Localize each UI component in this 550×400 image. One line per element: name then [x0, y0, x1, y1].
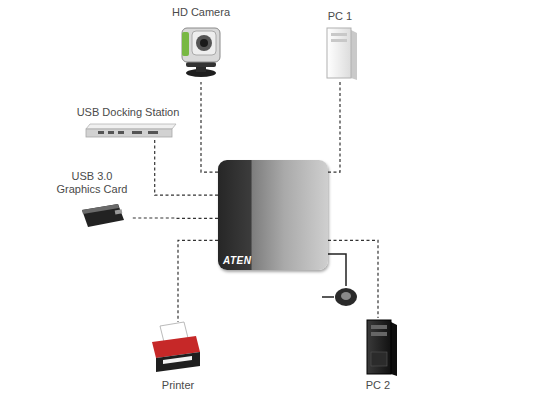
camera-lens-core — [200, 39, 208, 47]
camera-accent — [182, 32, 189, 56]
dock-port — [148, 131, 158, 134]
card-top — [82, 204, 119, 214]
printer-illustration — [152, 322, 200, 372]
pc-drive — [371, 332, 387, 336]
dock-port — [118, 131, 124, 134]
printer-output — [163, 356, 192, 364]
card-body — [82, 204, 124, 227]
camera-node: HD Camera — [155, 6, 247, 82]
remote-cable-end — [322, 296, 334, 298]
dashed-cable — [132, 217, 218, 219]
remote-puck — [335, 288, 357, 306]
kvm-switch: ATEN — [218, 160, 328, 270]
device-label: PC 2 — [345, 379, 411, 392]
pc-drive — [331, 39, 347, 42]
dock-port — [108, 131, 114, 134]
docking-node: USB Docking Station — [70, 106, 186, 138]
pc-node: PC 2 — [345, 318, 411, 392]
dashed-cable — [201, 82, 218, 172]
dock-port — [98, 131, 104, 134]
pc-side — [391, 322, 397, 376]
remote-cable — [328, 254, 346, 286]
pc-front — [367, 320, 391, 374]
camera-body — [182, 28, 220, 62]
pc-tower-black — [367, 320, 397, 376]
camera-lens — [196, 35, 212, 51]
dashed-cable — [178, 240, 218, 322]
camera-illustration — [182, 28, 220, 77]
camera-face — [192, 31, 216, 55]
device-label: USB Docking Station — [70, 106, 186, 119]
pc-drive — [331, 33, 347, 36]
remote-cap — [341, 292, 351, 300]
dashed-cable — [328, 240, 378, 318]
camera-mount — [186, 62, 216, 67]
dashed-cable — [328, 80, 340, 172]
pc-tower-white — [327, 28, 357, 80]
dock-front — [86, 129, 172, 137]
device-label: USB 3.0 Graphics Card — [52, 170, 132, 196]
pc-node: PC 1 — [305, 10, 375, 80]
dashed-cable — [155, 138, 218, 195]
pc-vent — [371, 352, 387, 366]
device-label: Printer — [140, 379, 216, 392]
device-label: HD Camera — [155, 6, 247, 19]
printer-node: Printer — [140, 322, 216, 392]
pc-drive — [371, 325, 387, 329]
dock-top — [86, 124, 176, 129]
pc-front — [327, 28, 351, 78]
printer-base — [156, 352, 200, 372]
graphics-card-node: USB 3.0 Graphics Card — [52, 170, 132, 230]
dock-port — [132, 131, 142, 134]
pc-side — [351, 30, 357, 80]
brand-logo: ATEN — [223, 255, 251, 266]
docking-illustration — [86, 124, 176, 137]
graphics-card-illustration — [82, 204, 124, 227]
device-label: PC 1 — [305, 10, 375, 23]
card-port — [115, 209, 123, 214]
